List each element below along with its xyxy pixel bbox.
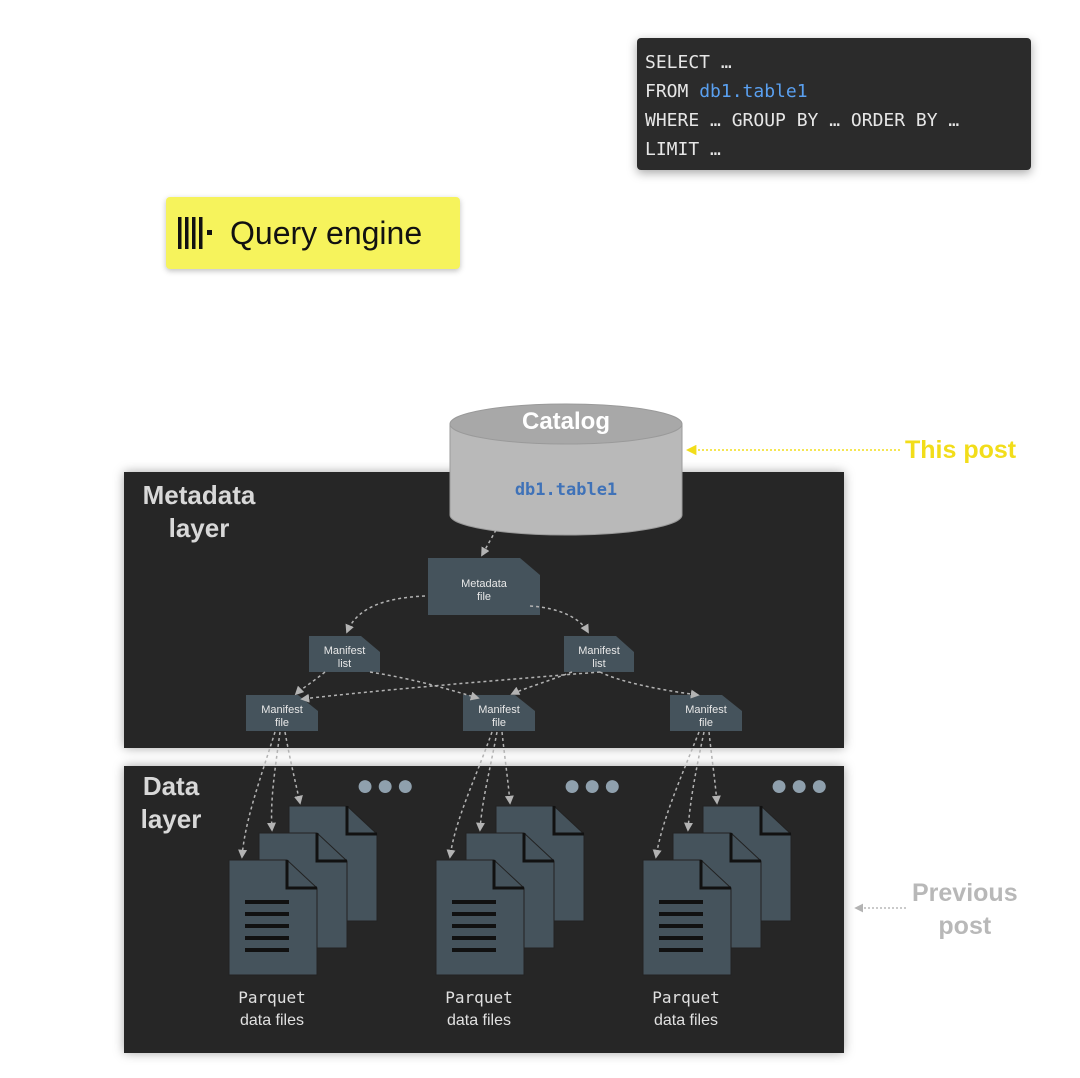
previous-post-label-line1: Previous — [912, 879, 1018, 907]
manifest-list-label-line1: Manifest — [323, 645, 366, 657]
manifest-file-label-line1: Manifest — [478, 704, 520, 716]
metadata-arrows — [294, 595, 700, 703]
manifest-file-label-line2: file — [274, 717, 290, 729]
previous-post-label: Previous post — [912, 877, 1018, 943]
parquet-label-line2: data files — [653, 1012, 719, 1029]
metadata-file-label-line2: file — [476, 591, 492, 603]
sql-line-from: FROM db1.table1 — [645, 77, 1031, 106]
manifest-file-node — [670, 695, 742, 731]
metadata-layer-title: Metadata layer — [132, 479, 266, 545]
this-post-label: This post — [905, 436, 1017, 464]
manifest-list-label-line2: list — [337, 658, 352, 670]
catalog-connector-line — [504, 382, 517, 394]
sql-table-name: db1.table1 — [699, 81, 808, 102]
metadata-layer-title-line1: Metadata — [142, 480, 256, 510]
manifest-file-label-line1: Manifest — [261, 704, 303, 716]
sql-query-box: SELECT … FROM db1.table1 WHERE … GROUP B… — [637, 38, 1031, 170]
manifest-list-label-line1: Manifest — [578, 645, 620, 657]
parquet-label-line2: data files — [446, 1012, 512, 1029]
parquet-label-line1: Parquet — [238, 988, 306, 1007]
data-file-arrows — [238, 731, 721, 859]
parquet-label: Parquet data files — [217, 986, 327, 1032]
catalog-title: Catalog — [521, 408, 610, 435]
query-engine-box: Query engine — [166, 197, 460, 269]
metadata-layer-title-line2: layer — [168, 513, 230, 543]
parquet-stack-3 — [641, 804, 793, 977]
manifest-list-label-line2: list — [592, 658, 606, 670]
data-layer-title-line1: Data — [142, 771, 200, 801]
manifest-file-label-line2: file — [491, 717, 507, 729]
parquet-stack-1 — [227, 804, 379, 977]
manifest-file-node — [246, 695, 318, 731]
catalog-table-name: db1.table1 — [514, 480, 618, 500]
sql-from-keyword: FROM — [645, 81, 700, 102]
catalog: Catalog db1.table1 — [448, 398, 684, 538]
parquet-label-line1: Parquet — [652, 988, 720, 1007]
metadata-file-label-line1: Metadata — [461, 578, 507, 590]
manifest-list-node — [309, 636, 380, 672]
manifest-file-label-line1: Manifest — [685, 704, 727, 716]
parquet-label-line2: data files — [239, 1012, 305, 1029]
parquet-stack-2 — [434, 804, 586, 977]
sql-line-where: WHERE … GROUP BY … ORDER BY … — [645, 110, 960, 131]
data-layer-title-line2: layer — [140, 804, 202, 834]
manifest-file-node — [463, 695, 535, 731]
metadata-file-node — [428, 558, 540, 615]
previous-post-label-line2: post — [938, 912, 992, 940]
data-layer-title: Data layer — [132, 770, 210, 836]
query-engine-logo-icon — [176, 213, 224, 253]
catalog-cylinder — [449, 403, 683, 536]
manifest-file-label-line2: file — [698, 717, 714, 729]
sql-line-limit: LIMIT … — [645, 139, 721, 160]
parquet-label: Parquet data files — [631, 986, 741, 1032]
more-files-ellipsis-icon: ●●● — [770, 769, 831, 802]
arrow-catalog-to-metadata — [481, 529, 497, 557]
sql-line-select: SELECT … — [645, 52, 732, 73]
more-files-ellipsis-icon: ●●● — [356, 769, 417, 802]
more-files-ellipsis-icon: ●●● — [563, 769, 624, 802]
parquet-label: Parquet data files — [424, 986, 534, 1032]
parquet-label-line1: Parquet — [445, 988, 513, 1007]
query-engine-label: Query engine — [230, 214, 423, 251]
manifest-list-node — [564, 636, 634, 672]
